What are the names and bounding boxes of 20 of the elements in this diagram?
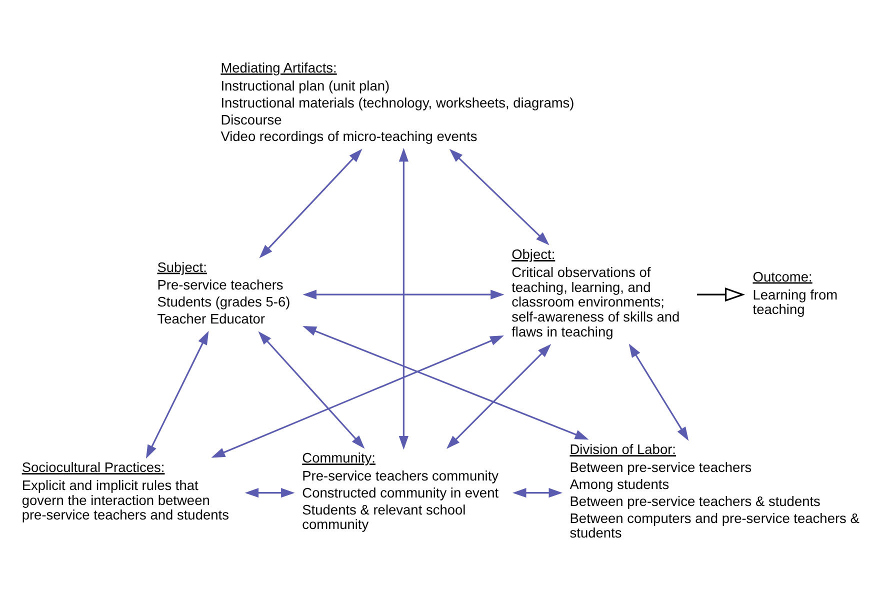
node-text: Sociocultural Practices: Explicit and implicit rules that govern the interaction between pre-service teachers and students [22, 460, 229, 522]
arrow [628, 343, 689, 440]
arrow [449, 148, 550, 245]
node-text: Object: Critical observations of teaching, learning, and classroom environments; self-awareness of skills and flaws in teaching [512, 246, 680, 339]
arrow [512, 488, 563, 498]
arrow [398, 147, 408, 450]
arrow [259, 148, 362, 258]
node-text: Division of Labor: Between pre-service teachers Among students Between pre-service teachers & students Between computers and pre-service teachers & students [570, 442, 860, 540]
node-text: Community: Pre-service teachers community Constructed community in event Students & relevant school community [302, 450, 499, 532]
arrow [258, 330, 365, 448]
arrow [446, 343, 552, 448]
arrow [211, 334, 504, 458]
arrow [302, 326, 589, 440]
arrow [244, 488, 295, 498]
arrow [696, 287, 746, 302]
node-text: Mediating Artifacts: Instructional plan (unit plan) Instructional materials (technology, worksheets, diagrams) Discourse Video recordings of micro-teaching events [220, 60, 574, 144]
node-text: Outcome: Learning from teaching [752, 268, 838, 317]
node-text: Subject: Pre-service teachers Students (grades 5-6) Teacher Educator [157, 259, 290, 326]
arrow [146, 330, 209, 458]
arrow [302, 289, 504, 299]
